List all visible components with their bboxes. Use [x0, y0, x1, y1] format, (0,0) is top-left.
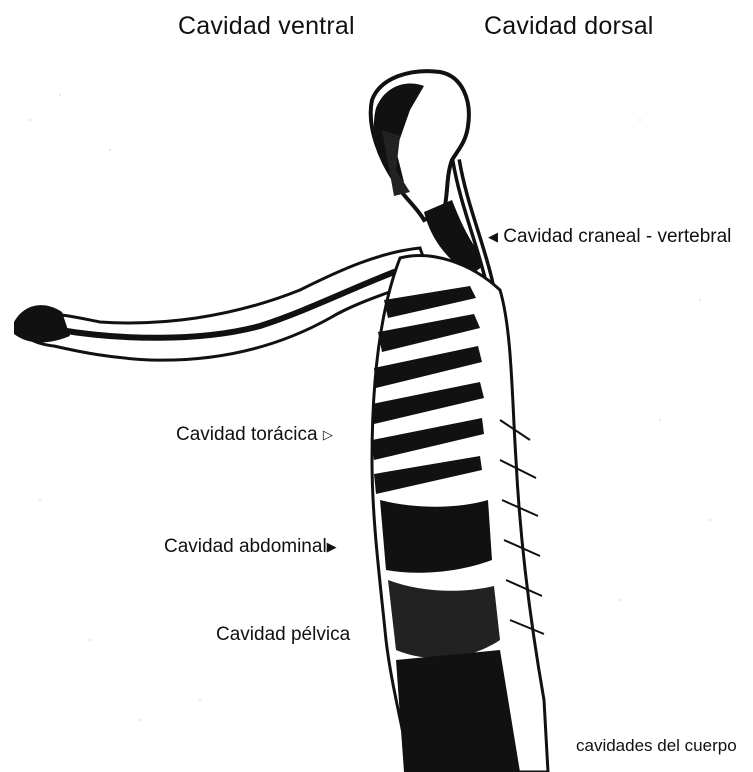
- label-abdominal-text: Cavidad abdominal: [164, 536, 327, 557]
- pelvis: [388, 580, 500, 658]
- right-outline-arrow-icon: ▷: [323, 427, 333, 442]
- label-abdominal: Cavidad abdominal▶: [164, 536, 337, 558]
- hand: [14, 305, 70, 342]
- legs-dark: [396, 650, 520, 772]
- label-pelvic: Cavidad pélvica: [216, 624, 350, 646]
- label-thoracic: Cavidad torácica ▷: [176, 424, 333, 446]
- label-thoracic-text: Cavidad torácica: [176, 424, 318, 445]
- abdominal-dark: [380, 500, 492, 573]
- caption: cavidades del cuerpo: [576, 736, 737, 756]
- header-ventral-cavity: Cavidad ventral: [178, 12, 355, 41]
- background-stipple: [29, 94, 711, 721]
- arm: [18, 248, 430, 360]
- left-arrow-icon: ◀: [488, 229, 498, 244]
- label-cranial-vertebral-text: Cavidad craneal - vertebral: [503, 226, 731, 247]
- header-dorsal-cavity: Cavidad dorsal: [484, 12, 654, 41]
- label-cranial-vertebral: ◀ Cavidad craneal - vertebral: [488, 226, 731, 248]
- right-arrow-icon: ▶: [327, 539, 337, 554]
